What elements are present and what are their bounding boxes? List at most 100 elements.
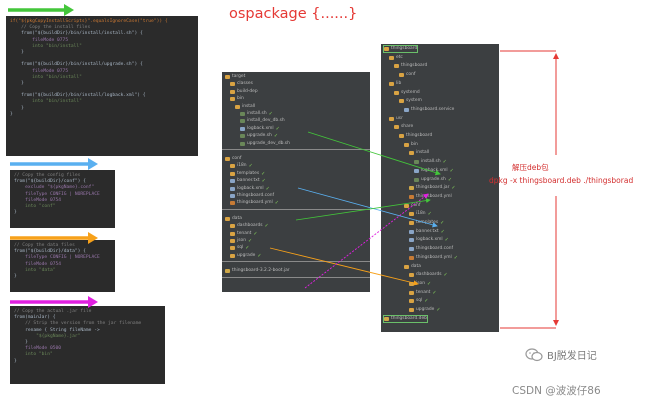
tree-node[interactable]: json✓ — [409, 281, 431, 287]
tree-node[interactable]: thingsboard.deb — [383, 314, 428, 323]
tree-node[interactable]: templates✓ — [230, 171, 265, 177]
file-icon — [409, 194, 414, 199]
tree-node[interactable]: conf — [399, 72, 415, 78]
tree-node-label: build-dep — [237, 88, 258, 94]
tree-node[interactable]: install.sh✓ — [240, 111, 273, 117]
tree-node-label: json — [416, 280, 425, 286]
code-line: } — [10, 105, 24, 111]
tree-node[interactable]: conf — [404, 203, 420, 209]
tree-node[interactable]: conf — [225, 156, 241, 162]
check-icon: ✓ — [440, 228, 445, 235]
file-icon — [414, 168, 419, 173]
tree-node-label: thingsboard.yml — [416, 254, 452, 260]
tree-node[interactable]: thingsboard.yml✓ — [409, 255, 458, 261]
arrow-conf-map — [297, 187, 438, 228]
folder-icon — [409, 221, 414, 225]
arrow-blue-head — [88, 158, 98, 170]
tree-node[interactable]: bin — [404, 142, 418, 148]
tree-node[interactable]: tenant✓ — [409, 290, 437, 296]
tree-node[interactable]: thingsboard.conf — [230, 193, 274, 199]
tree-node[interactable]: thingsboard — [382, 45, 419, 53]
tree-node[interactable]: upgrade.sh✓ — [240, 133, 278, 139]
arrow-jar-map — [304, 193, 429, 289]
tree-node[interactable]: install — [235, 104, 255, 110]
code-line: fileType CONFIG | NOREPLACE — [14, 191, 100, 197]
tree-node[interactable]: upgrade✓ — [409, 307, 441, 313]
tree-node-label: classes — [237, 81, 253, 87]
tree-node[interactable]: install.sh✓ — [414, 159, 447, 165]
tree-node[interactable]: json✓ — [230, 238, 252, 244]
tree-node[interactable]: thingsboard — [399, 133, 432, 139]
tree-node-label: logback.xml — [416, 237, 443, 243]
tree-node[interactable]: dashboards✓ — [409, 272, 448, 278]
check-icon: ✓ — [275, 125, 280, 132]
tree-node[interactable]: data — [404, 264, 421, 270]
page-title: ospackage {......} — [229, 6, 358, 22]
tree-node[interactable]: bin — [230, 96, 244, 102]
check-icon: ✓ — [424, 298, 429, 305]
tree-node[interactable]: logback.xml✓ — [409, 237, 449, 243]
tree-node[interactable]: i18n✓ — [409, 211, 432, 217]
tree-node[interactable]: logback.xml✓ — [414, 168, 454, 174]
tree-node[interactable]: sql✓ — [230, 245, 250, 251]
tree-node[interactable]: build-dep — [230, 89, 258, 95]
folder-icon — [225, 157, 230, 161]
code-line: fileType CONFIG | NOREPLACE — [14, 255, 100, 261]
tree-node[interactable]: logback.xml✓ — [230, 186, 270, 192]
tree-node-label: json — [237, 238, 246, 243]
check-icon: ✓ — [261, 178, 266, 185]
tree-node[interactable]: thingsboard.yml✓ — [230, 200, 279, 206]
tree-node-label: install.sh — [421, 159, 441, 165]
file-icon — [409, 186, 414, 191]
tree-node[interactable]: thingsboard-3.2.2-boot.jar — [225, 268, 290, 274]
tree-node-label: tenant — [237, 230, 252, 236]
check-icon: ✓ — [261, 170, 266, 177]
tree-node[interactable]: upgrade.sh✓ — [414, 177, 452, 183]
tree-node[interactable]: upgrade_dev_db.sh — [240, 141, 290, 147]
tree-node-label: logback.xml — [421, 167, 448, 173]
tree-node-label: thingsboard — [401, 63, 428, 69]
tree-node[interactable]: install_dev_db.sh — [240, 118, 285, 124]
code-line: from("${buildDir}/data") { — [14, 249, 86, 255]
tree-node[interactable]: etc — [389, 55, 403, 61]
tree-node[interactable]: systemd — [394, 90, 420, 96]
folder-icon — [409, 273, 414, 278]
tree-node[interactable]: banner.txt✓ — [409, 229, 445, 235]
tree-node[interactable]: usr — [389, 116, 403, 122]
tree-node[interactable]: target — [225, 74, 245, 80]
tree-node[interactable]: thingsboard — [394, 63, 427, 69]
tree-node[interactable]: templates✓ — [409, 220, 444, 226]
check-icon: ✓ — [426, 280, 432, 287]
tree-node[interactable]: thingsboard.jar✓ — [409, 185, 456, 191]
tree-node[interactable]: upgrade✓ — [230, 253, 262, 259]
tree-node[interactable]: thingsboard.service — [404, 107, 454, 113]
folder-icon — [409, 151, 414, 156]
tree-node[interactable]: install — [409, 150, 429, 156]
tree-node-label: thingsboard-3.2.2-boot.jar — [232, 268, 290, 274]
tree-node[interactable]: share — [394, 124, 413, 130]
code-block-install: if("${pkgCopyInstallScripts}".equalsIgno… — [6, 16, 198, 156]
check-icon: ✓ — [436, 307, 441, 313]
tree-node[interactable]: banner.txt✓ — [230, 178, 266, 184]
tree-node[interactable]: i18n✓ — [230, 163, 253, 169]
tree-node[interactable]: thingsboard.yml — [409, 194, 452, 200]
tree-node[interactable]: logback.xml✓ — [240, 126, 280, 132]
tree-node[interactable]: dashboards✓ — [230, 223, 269, 229]
folder-icon — [230, 239, 235, 243]
tree-node-label: thingsboard.yml — [416, 193, 452, 199]
tree-node-label: logback.xml — [237, 185, 264, 191]
watermark-csdn: CSDN @波波仔86 — [512, 385, 601, 397]
check-icon: ✓ — [443, 272, 448, 279]
tree-node-label: thingsboard.yml — [237, 200, 273, 206]
folder-icon — [394, 64, 399, 69]
tree-node[interactable]: sql✓ — [409, 298, 429, 304]
tree-node[interactable]: system — [399, 98, 422, 104]
tree-node-label: install.sh — [247, 111, 267, 116]
tree-node[interactable]: data — [225, 216, 242, 222]
tree-node-label: thingsboard.jar — [416, 185, 450, 191]
tree-node[interactable]: classes — [230, 81, 253, 87]
tree-node[interactable]: thingsboard.conf — [409, 246, 453, 252]
tree-node[interactable]: lib — [389, 81, 401, 87]
tree-node-label: templates — [416, 220, 439, 225]
tree-node[interactable]: tenant✓ — [230, 231, 258, 237]
